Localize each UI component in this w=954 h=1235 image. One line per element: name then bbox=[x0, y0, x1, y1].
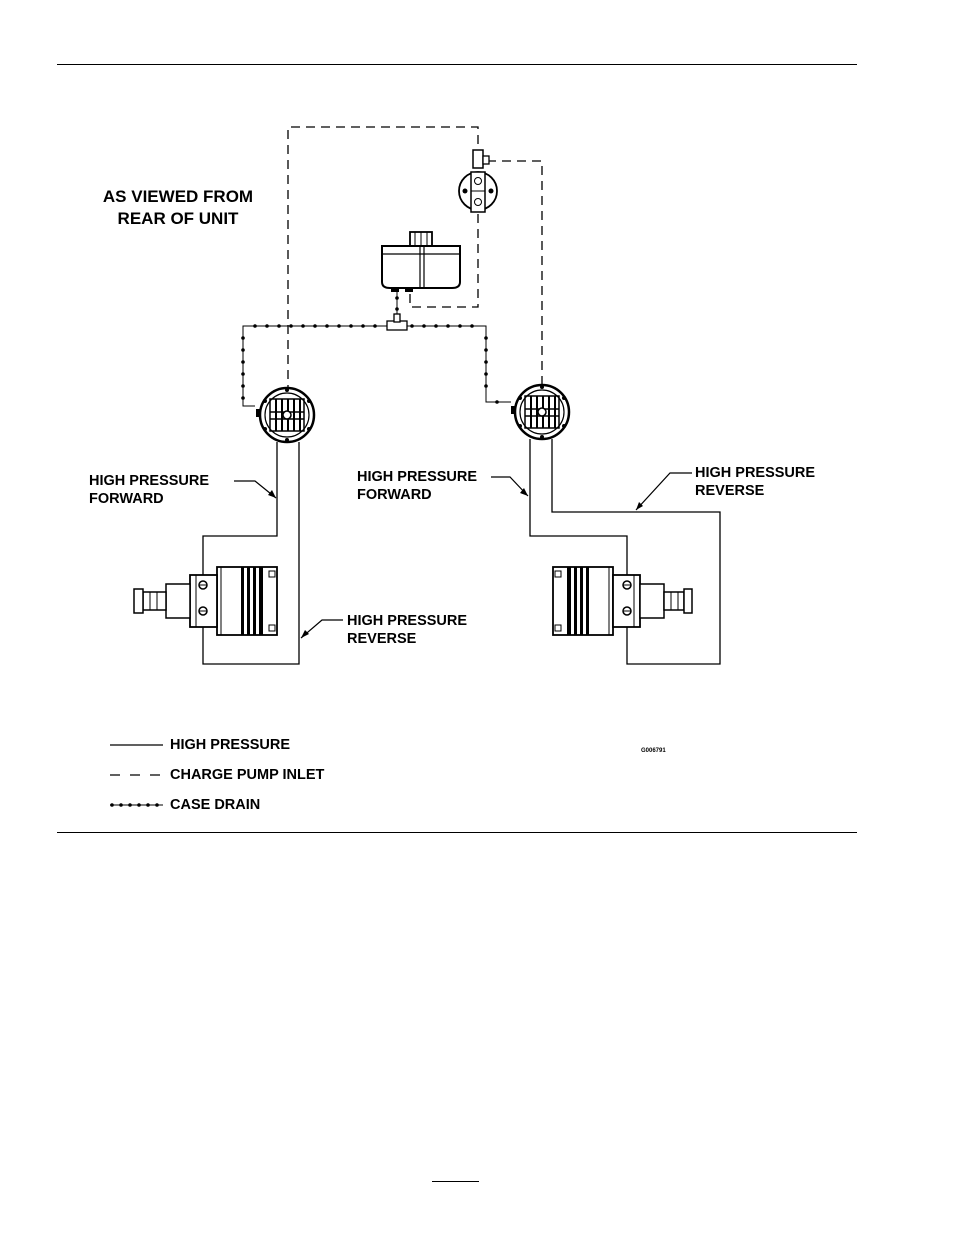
title-line-2: REAR OF UNIT bbox=[88, 208, 268, 230]
right-forward-label: HIGH PRESSURE FORWARD bbox=[357, 468, 477, 504]
reservoir-tank bbox=[382, 232, 460, 292]
right-forward-label-line-1: HIGH PRESSURE bbox=[357, 468, 477, 486]
left-forward-label-line-1: HIGH PRESSURE bbox=[89, 472, 209, 490]
right-reverse-label-line-2: REVERSE bbox=[695, 482, 815, 500]
page-footer-rule bbox=[432, 1181, 479, 1182]
right-reverse-label-line-1: HIGH PRESSURE bbox=[695, 464, 815, 482]
left-wheel-motor bbox=[134, 567, 277, 635]
view-orientation-title: AS VIEWED FROM REAR OF UNIT bbox=[88, 186, 268, 230]
legend-charge-pump-inlet: CHARGE PUMP INLET bbox=[170, 766, 324, 784]
charge-filter bbox=[459, 150, 497, 212]
left-reverse-label: HIGH PRESSURE REVERSE bbox=[347, 612, 467, 648]
left-hydrostat-pump bbox=[256, 388, 314, 442]
legend-high-pressure: HIGH PRESSURE bbox=[170, 736, 290, 754]
left-reverse-label-line-2: REVERSE bbox=[347, 630, 467, 648]
legend-symbols bbox=[110, 745, 163, 807]
figure-code: G006791 bbox=[641, 748, 666, 754]
right-forward-label-line-2: FORWARD bbox=[357, 486, 477, 504]
left-forward-label: HIGH PRESSURE FORWARD bbox=[89, 472, 209, 508]
right-wheel-motor bbox=[553, 567, 692, 635]
legend-case-drain: CASE DRAIN bbox=[170, 796, 260, 814]
title-line-1: AS VIEWED FROM bbox=[88, 186, 268, 208]
right-hydrostat-pump bbox=[511, 385, 569, 439]
right-reverse-label: HIGH PRESSURE REVERSE bbox=[695, 464, 815, 500]
left-reverse-label-line-1: HIGH PRESSURE bbox=[347, 612, 467, 630]
left-forward-label-line-2: FORWARD bbox=[89, 490, 209, 508]
